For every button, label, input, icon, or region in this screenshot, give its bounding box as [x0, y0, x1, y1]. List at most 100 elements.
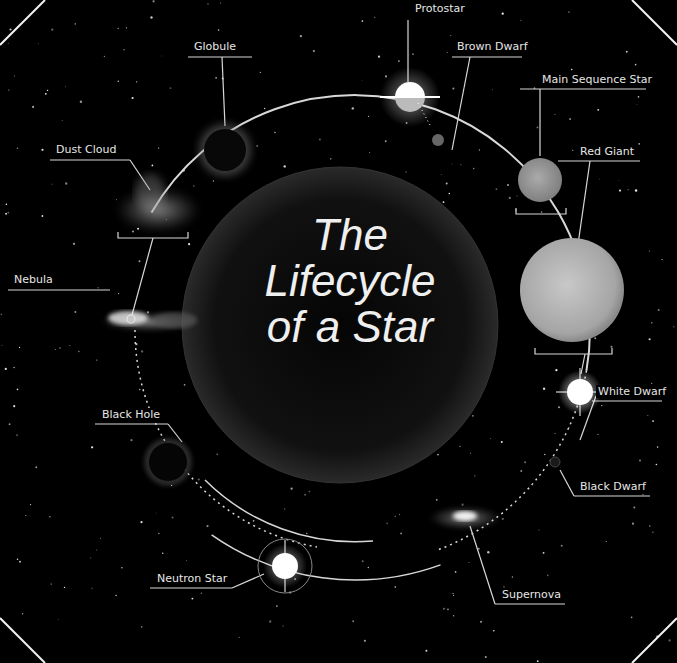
background-star	[80, 101, 82, 103]
background-star	[638, 143, 640, 145]
background-star	[186, 559, 188, 561]
background-star	[104, 56, 105, 57]
background-star	[42, 215, 44, 217]
background-star	[123, 49, 124, 50]
background-star	[161, 55, 163, 57]
background-star	[632, 523, 634, 525]
background-star	[459, 446, 460, 447]
background-star	[90, 557, 91, 558]
background-star	[568, 11, 570, 13]
background-star	[633, 507, 635, 509]
background-star	[313, 50, 315, 52]
background-star	[61, 119, 63, 121]
background-star	[152, 165, 154, 167]
background-star	[213, 180, 214, 181]
background-star	[453, 615, 454, 616]
background-star	[16, 434, 17, 435]
background-star	[661, 259, 662, 260]
background-star	[65, 182, 67, 184]
background-star	[642, 494, 644, 496]
background-star	[405, 171, 407, 173]
background-star	[378, 56, 380, 58]
background-star	[269, 620, 271, 622]
background-star	[509, 197, 511, 199]
background-star	[447, 52, 448, 53]
background-star	[284, 165, 286, 167]
background-star	[362, 560, 364, 562]
background-star	[485, 656, 487, 658]
background-star	[69, 345, 71, 347]
background-star	[479, 149, 480, 150]
background-star	[480, 621, 482, 623]
background-star	[75, 23, 76, 24]
background-star	[5, 213, 7, 215]
background-star	[57, 618, 59, 620]
background-star	[395, 516, 396, 517]
background-star	[158, 533, 159, 534]
background-star	[352, 620, 354, 622]
background-star	[51, 583, 52, 584]
background-star	[191, 598, 193, 600]
background-star	[25, 515, 26, 516]
background-star	[13, 405, 15, 407]
background-star	[368, 116, 369, 117]
background-star	[561, 545, 563, 547]
background-star	[170, 87, 172, 89]
background-star	[626, 51, 628, 53]
background-star	[9, 423, 11, 425]
background-star	[636, 104, 638, 106]
background-star	[256, 145, 258, 147]
background-star	[618, 179, 620, 181]
background-star	[385, 75, 387, 77]
stage-label: Nebula	[12, 273, 55, 286]
background-star	[264, 108, 265, 109]
background-star	[5, 368, 7, 370]
background-star	[520, 20, 521, 21]
background-star	[155, 512, 157, 514]
background-star	[461, 504, 463, 506]
background-star	[91, 588, 92, 589]
background-star	[9, 28, 11, 30]
background-star	[601, 405, 602, 406]
background-star	[150, 16, 152, 18]
background-star	[30, 504, 31, 505]
background-star	[554, 114, 555, 115]
background-star	[524, 461, 526, 463]
background-star	[635, 189, 637, 191]
diagram-title: The Lifecycle of a Star	[250, 212, 450, 350]
background-star	[96, 549, 97, 550]
background-star	[97, 287, 99, 289]
stage-label: Red Giant	[578, 145, 636, 158]
background-star	[117, 28, 119, 30]
background-star	[652, 420, 654, 422]
background-star	[395, 586, 396, 587]
background-star	[172, 517, 174, 519]
background-star	[1, 344, 3, 346]
background-star	[188, 243, 190, 245]
stage-label: Black Dwarf	[578, 480, 648, 493]
background-star	[594, 337, 596, 339]
background-star	[306, 533, 307, 534]
background-star	[35, 466, 37, 468]
background-star	[17, 558, 18, 559]
background-star	[13, 367, 15, 369]
background-star	[158, 147, 159, 148]
background-star	[537, 660, 539, 662]
background-star	[495, 188, 497, 190]
background-star	[304, 494, 306, 496]
background-star	[649, 250, 650, 251]
background-star	[568, 427, 569, 428]
background-star	[1, 314, 3, 316]
background-star	[19, 347, 20, 348]
background-star	[17, 147, 19, 149]
background-star	[489, 437, 491, 439]
background-star	[96, 359, 97, 360]
background-star	[572, 150, 573, 151]
background-star	[657, 446, 659, 448]
background-star	[441, 174, 442, 175]
background-star	[437, 454, 439, 456]
background-star	[291, 488, 293, 490]
background-star	[352, 107, 354, 109]
background-star	[460, 164, 462, 166]
